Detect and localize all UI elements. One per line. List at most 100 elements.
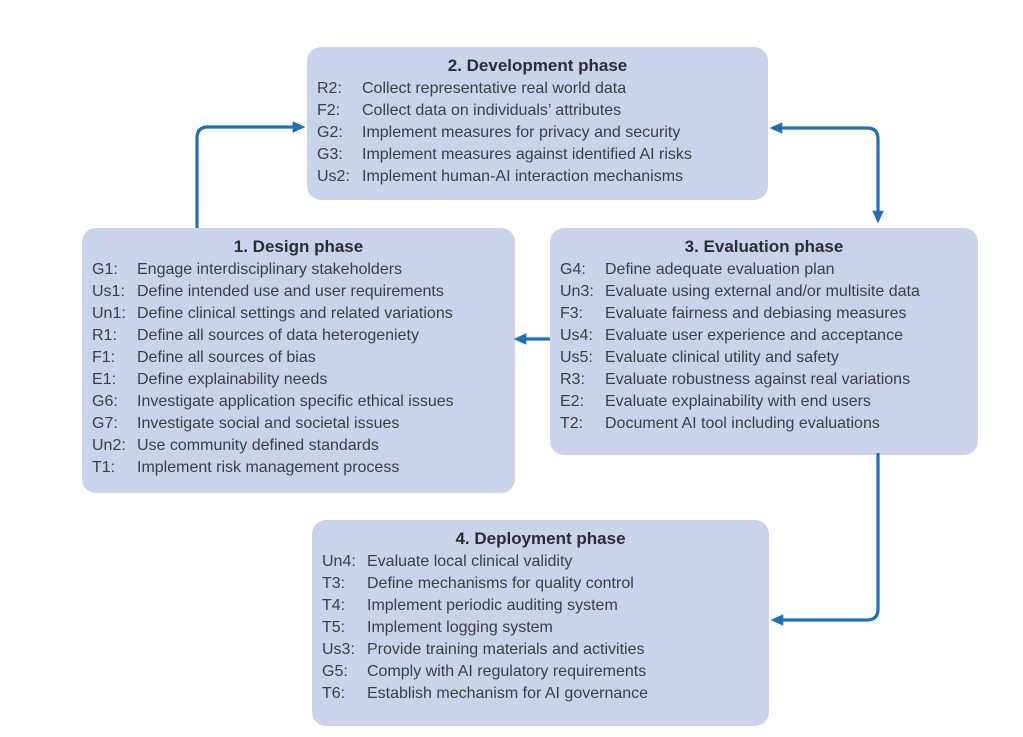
item-text: Implement measures against identified AI… (362, 146, 692, 163)
item-code: G4: (560, 261, 586, 278)
checklist-item: Us1: Define intended use and user requir… (92, 281, 505, 303)
phase-title-development: 2. Development phase (447, 56, 628, 75)
item-code: Un3: (560, 283, 594, 300)
checklist-item: G4: Define adequate evaluation plan (560, 259, 968, 281)
arrow-evaluation-to-deployment (770, 453, 880, 626)
item-code: Us5: (560, 349, 593, 366)
checklist-item: R3: Evaluate robustness against real var… (560, 369, 968, 391)
checklist-item: Un2: Use community defined standards (92, 435, 505, 457)
item-text: Implement risk management process (137, 459, 400, 476)
arrow-design-to-development (195, 121, 306, 228)
item-code: R1: (92, 327, 117, 344)
item-text: Evaluate local clinical validity (367, 553, 573, 570)
checklist-item: Us2: Implement human-AI interaction mech… (317, 166, 758, 188)
checklist-item: T6: Establish mechanism for AI governanc… (322, 683, 759, 705)
item-code: G5: (322, 663, 348, 680)
item-code: T5: (322, 619, 346, 636)
item-code: G2: (317, 124, 343, 141)
item-code: G1: (92, 261, 118, 278)
item-code: G7: (92, 415, 118, 432)
checklist-item: F2: Collect data on individuals’ attribu… (317, 100, 758, 122)
evaluation-phase-box: 3. Evaluation phase G4: Define adequate … (550, 228, 978, 455)
checklist-item: G7: Investigate social and societal issu… (92, 413, 505, 435)
item-text: Implement logging system (367, 619, 553, 636)
item-text: Engage interdisciplinary stakeholders (137, 261, 403, 278)
item-code: Us1: (92, 283, 125, 300)
checklist-item: G2: Implement measures for privacy and s… (317, 122, 758, 144)
item-text: Evaluate robustness against real variati… (605, 371, 911, 388)
item-code: T1: (92, 459, 116, 476)
checklist-item: Un1: Define clinical settings and relate… (92, 303, 505, 325)
item-text: Investigate application specific ethical… (137, 393, 454, 410)
item-text: Investigate social and societal issues (137, 415, 400, 432)
item-code: Us3: (322, 641, 355, 658)
item-text: Establish mechanism for AI governance (367, 685, 649, 702)
checklist-item: Us4: Evaluate user experience and accept… (560, 325, 968, 347)
item-code: F3: (560, 305, 584, 322)
checklist-item: E1: Define explainability needs (92, 369, 505, 391)
item-text: Evaluate explainability with end users (605, 393, 871, 410)
item-text: Evaluate clinical utility and safety (605, 349, 839, 366)
item-text: Evaluate using external and/or multisite… (605, 283, 920, 300)
item-code: R3: (560, 371, 585, 388)
item-code: R2: (317, 80, 342, 97)
item-text: Define all sources of data heterogeniety (137, 327, 419, 344)
item-code: F1: (92, 349, 116, 366)
checklist-item: Us3: Provide training materials and acti… (322, 639, 759, 661)
checklist-item: F1: Define all sources of bias (92, 347, 505, 369)
item-code: T2: (560, 415, 584, 432)
item-text: Provide training materials and activitie… (367, 641, 645, 658)
item-text: Define mechanisms for quality control (367, 575, 634, 592)
checklist-item: T1: Implement risk management process (92, 457, 505, 479)
item-code: G3: (317, 146, 343, 163)
checklist-item: G3: Implement measures against identifie… (317, 144, 758, 166)
arrow-development-evaluation-bidirectional (769, 122, 884, 224)
item-text: Collect representative real world data (362, 80, 627, 97)
checklist-item: R2: Collect representative real world da… (317, 78, 758, 100)
checklist-item: Un4: Evaluate local clinical validity (322, 551, 759, 573)
item-text: Define explainability needs (137, 371, 328, 388)
item-code: Un4: (322, 553, 356, 570)
item-code: E1: (92, 371, 117, 388)
phase-title-design: 1. Design phase (233, 237, 364, 256)
development-phase-box: 2. Development phase R2: Collect represe… (307, 47, 768, 200)
item-code: G6: (92, 393, 118, 410)
checklist-item: T3: Define mechanisms for quality contro… (322, 573, 759, 595)
checklist-item: E2: Evaluate explainability with end use… (560, 391, 968, 413)
item-text: Use community defined standards (137, 437, 379, 454)
checklist-item: G6: Investigate application specific eth… (92, 391, 505, 413)
checklist-item: F3: Evaluate fairness and debiasing meas… (560, 303, 968, 325)
checklist-item: G1: Engage interdisciplinary stakeholder… (92, 259, 505, 281)
item-code: Us4: (560, 327, 593, 344)
checklist-item: Un3: Evaluate using external and/or mult… (560, 281, 968, 303)
checklist-item: Us5: Evaluate clinical utility and safet… (560, 347, 968, 369)
item-text: Evaluate user experience and acceptance (605, 327, 903, 344)
item-text: Define adequate evaluation plan (605, 261, 835, 278)
item-code: Un1: (92, 305, 126, 322)
phase-title-deployment: 4. Deployment phase (455, 529, 626, 548)
item-text: Collect data on individuals’ attributes (362, 102, 622, 119)
phase-title-evaluation: 3. Evaluation phase (684, 237, 844, 256)
checklist-item: G5: Comply with AI regulatory requiremen… (322, 661, 759, 683)
item-text: Implement measures for privacy and secur… (362, 124, 681, 141)
item-code: Us2: (317, 168, 350, 185)
item-text: Define intended use and user requirement… (137, 283, 444, 300)
item-text: Comply with AI regulatory requirements (367, 663, 647, 680)
design-phase-box: 1. Design phase G1: Engage interdiscipli… (82, 228, 515, 493)
item-code: T6: (322, 685, 346, 702)
item-text: Define clinical settings and related var… (137, 305, 453, 322)
item-text: Implement human-AI interaction mechanism… (362, 168, 684, 185)
item-text: Implement periodic auditing system (367, 597, 618, 614)
deployment-phase-box: 4. Deployment phase Un4: Evaluate local … (312, 520, 769, 726)
item-code: Un2: (92, 437, 126, 454)
item-text: Evaluate fairness and debiasing measures (605, 305, 907, 322)
item-code: F2: (317, 102, 341, 119)
item-text: Document AI tool including evaluations (605, 415, 880, 432)
checklist-item: T2: Document AI tool including evaluatio… (560, 413, 968, 435)
item-text: Define all sources of bias (137, 349, 316, 366)
checklist-item: T4: Implement periodic auditing system (322, 595, 759, 617)
checklist-item: T5: Implement logging system (322, 617, 759, 639)
item-code: T3: (322, 575, 346, 592)
item-code: E2: (560, 393, 585, 410)
